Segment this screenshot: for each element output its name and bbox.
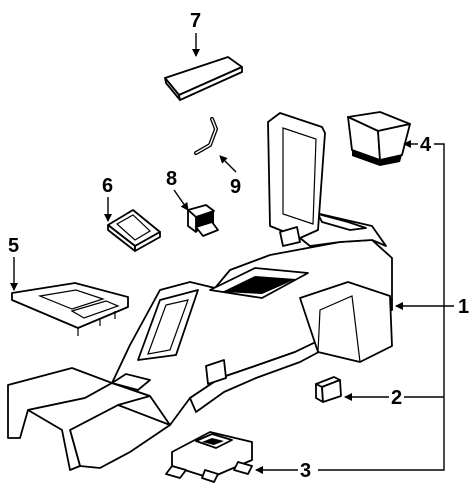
part-4-bin [347, 111, 411, 166]
callout-4: 4 [420, 134, 432, 156]
callout-3: 3 [300, 460, 311, 482]
callout-9: 9 [230, 176, 241, 198]
callout-1: 1 [458, 296, 469, 318]
part-5-bezel [11, 282, 129, 336]
leader-lines [10, 33, 454, 474]
callout-2: 2 [391, 387, 402, 409]
part-9-rod [194, 117, 219, 155]
callout-8: 8 [166, 168, 177, 190]
part-1-console [7, 112, 393, 471]
callout-7: 7 [190, 10, 201, 32]
part-7-lid-pad [164, 56, 243, 101]
part-2-cover [315, 376, 342, 403]
callout-5: 5 [8, 235, 19, 257]
part-3-bracket [165, 431, 253, 483]
callout-6: 6 [102, 175, 113, 197]
part-6-tray [107, 209, 161, 252]
part-8-switch [187, 204, 219, 237]
